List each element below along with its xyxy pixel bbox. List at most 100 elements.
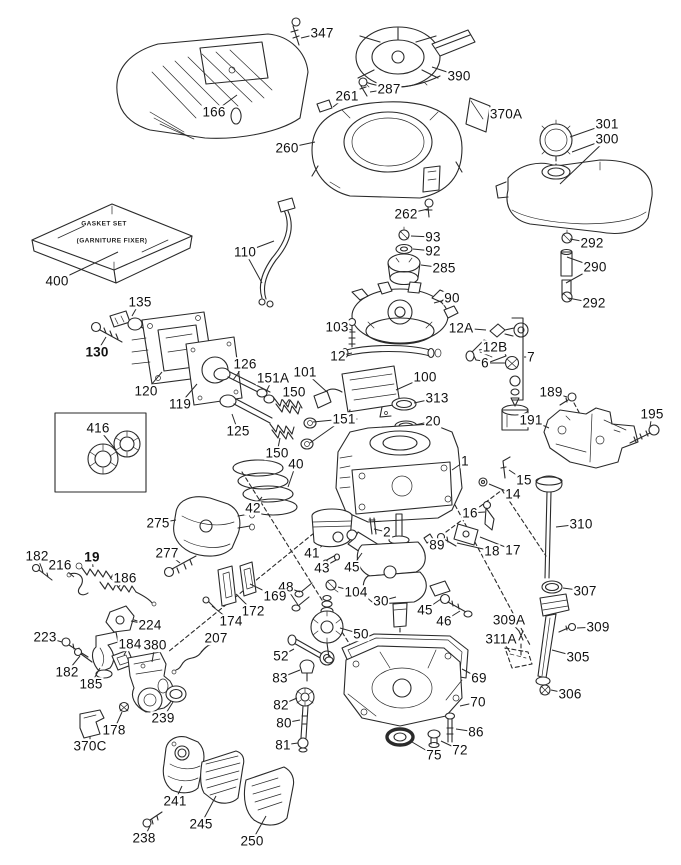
leader-line-135 <box>131 301 141 317</box>
clip-104 <box>325 579 339 593</box>
leader-line-151 <box>312 418 345 423</box>
leader-line-100 <box>395 376 426 391</box>
leader-line-12B <box>478 346 496 351</box>
leader-line-16 <box>469 511 486 514</box>
screw-347 <box>290 17 301 46</box>
leader-line-50 <box>339 627 362 635</box>
screw-182-left <box>31 563 53 581</box>
leader-line-90 <box>433 297 453 304</box>
piston-rings-42 <box>232 459 298 516</box>
leader-line-41 <box>311 545 323 554</box>
leader-line-104 <box>337 586 357 593</box>
fuel-tank-300 <box>495 159 653 235</box>
leader-line-261 <box>332 95 348 108</box>
bolt-195 <box>629 424 660 444</box>
shield-370A <box>465 97 491 133</box>
tappets-48 <box>291 582 313 612</box>
screw-309 <box>558 622 577 633</box>
pin-309A <box>518 630 524 641</box>
leader-line-2 <box>373 528 388 533</box>
leader-line-14 <box>488 483 514 495</box>
leader-line-262 <box>405 208 429 215</box>
leader-line-245 <box>200 795 217 825</box>
leader-line-400 <box>56 251 119 282</box>
leader-line-72 <box>440 740 461 751</box>
spacer-261 <box>316 99 333 113</box>
leader-line-45 <box>351 552 363 568</box>
leader-line-86 <box>455 728 477 733</box>
leader-line-380 <box>151 644 156 663</box>
leader-line-260 <box>286 141 316 149</box>
muffler-275 <box>173 496 255 557</box>
valve-spring-150-lower <box>269 423 295 440</box>
leader-line-182 <box>36 555 43 570</box>
leader-line-250 <box>251 815 267 842</box>
leader-line-150 <box>285 391 295 405</box>
leader-line-80 <box>283 719 301 724</box>
air-filter-245 <box>200 750 245 804</box>
leader-line-110 <box>244 240 275 253</box>
stud-2 <box>368 517 377 535</box>
ratchet-kit-416-box <box>54 412 147 493</box>
bolt-277 <box>163 555 197 578</box>
oil-seal-75 <box>385 727 415 747</box>
leader-line-101 <box>304 371 328 393</box>
fuel-cap-301 <box>539 119 573 160</box>
retainers-151 <box>300 417 317 450</box>
leader-line-178 <box>113 711 123 731</box>
carburetor-380 <box>127 651 174 713</box>
screw-262 <box>424 198 434 218</box>
leader-line-292 <box>567 297 595 304</box>
leader-line-277 <box>166 552 181 564</box>
nut-6 <box>504 355 520 371</box>
screw-287 <box>358 77 368 97</box>
control-bracket-191 <box>543 407 639 469</box>
leader-line-12 <box>337 352 353 357</box>
leader-line-300 <box>571 138 608 153</box>
screw-182-carb <box>73 647 93 663</box>
leader-line-1 <box>451 460 466 471</box>
leader-line-93 <box>410 235 434 238</box>
dipstick-310 <box>535 475 563 579</box>
leader-line-103 <box>336 326 353 331</box>
washer-14 <box>478 477 488 487</box>
leader-line-151A <box>265 377 274 393</box>
leader-line-185 <box>90 667 101 685</box>
gasket-239 <box>165 685 187 703</box>
valve-spring-150-upper <box>273 397 303 415</box>
leader-line-69 <box>461 668 480 679</box>
leader-line-12A <box>460 327 487 331</box>
reed-plate-172 <box>217 565 237 607</box>
bracket-370C <box>79 709 105 739</box>
leader-line-119 <box>179 383 198 405</box>
leader-line-172 <box>235 593 254 612</box>
leader-line-40 <box>287 463 297 488</box>
leader-line-125 <box>231 413 239 432</box>
leader-line-390 <box>431 66 460 77</box>
engine-cover-166 <box>116 33 309 140</box>
leader-line-223 <box>44 636 63 643</box>
leader-line-166 <box>213 94 238 113</box>
plug-wire-101 <box>313 388 343 409</box>
leader-line-20 <box>414 420 434 426</box>
leader-line-300 <box>559 138 608 185</box>
leader-line-130 <box>96 336 107 353</box>
flywheel-90 <box>351 281 459 345</box>
leader-line-207 <box>200 637 217 653</box>
nut-178 <box>118 701 130 713</box>
bolt-86 <box>444 712 456 743</box>
cap-83 <box>299 659 315 682</box>
clamp-292-upper <box>561 229 573 244</box>
leader-line-305 <box>551 649 579 658</box>
leader-line-195 <box>649 413 653 428</box>
leader-line-82 <box>280 697 298 706</box>
leader-line-311A <box>500 638 511 653</box>
blower-housing-260 <box>311 101 463 199</box>
o-ring-307 <box>541 580 563 594</box>
leader-line-150 <box>276 437 281 454</box>
leader-line-83 <box>279 669 301 679</box>
nut-306 <box>539 684 551 696</box>
clamp-12A <box>489 322 529 338</box>
intake-pipe-185 <box>91 631 119 679</box>
